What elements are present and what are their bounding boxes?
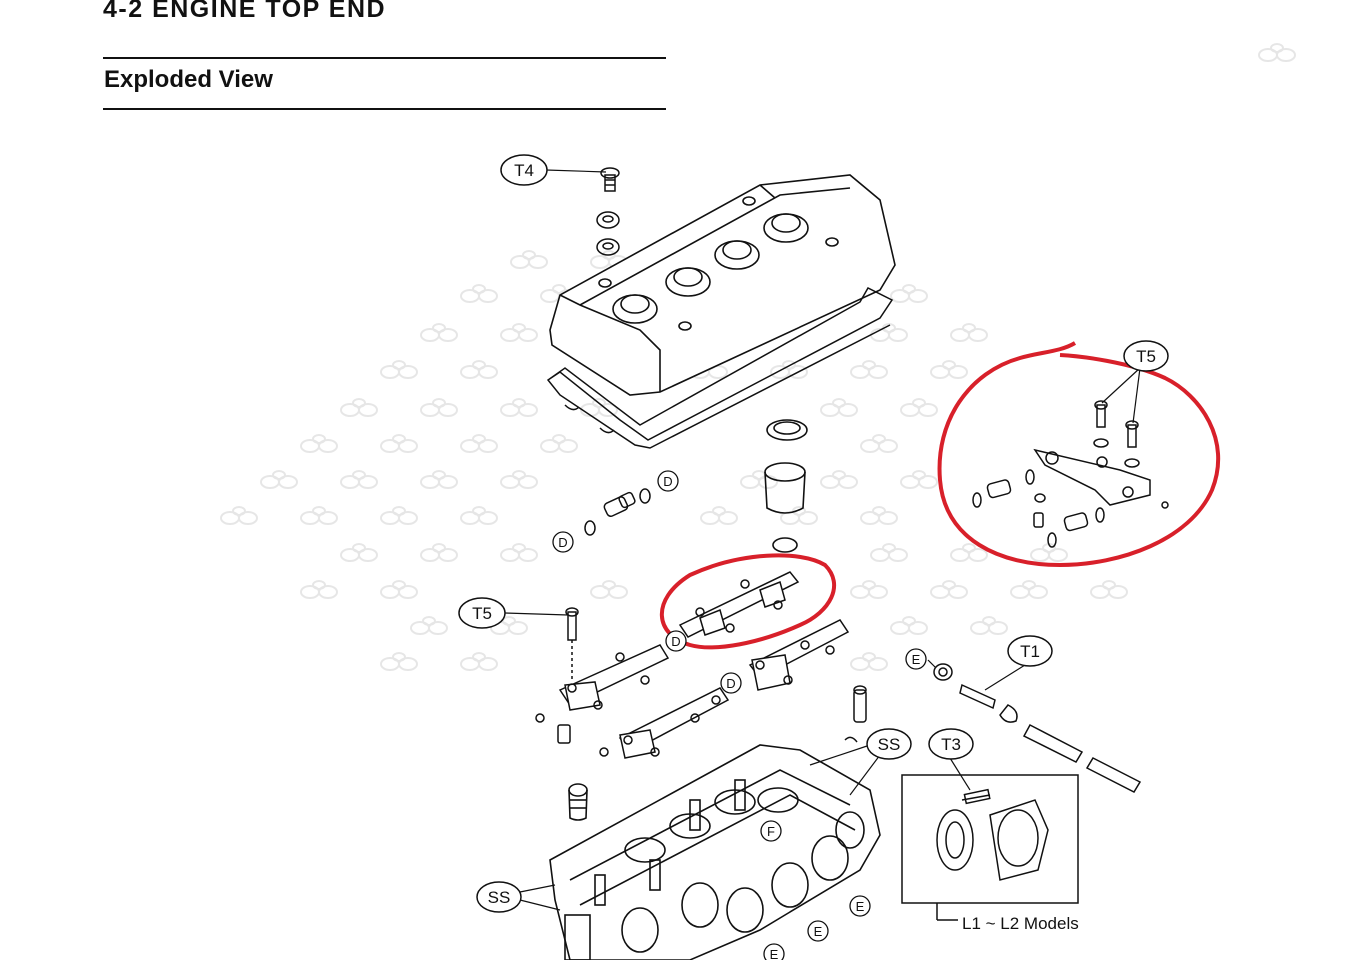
model-inset xyxy=(901,774,1079,921)
callout-e: E xyxy=(905,648,927,670)
cylinder-head-cover xyxy=(549,174,896,396)
camshaft-cap-assembly-upper xyxy=(678,571,800,638)
svg-text:SS: SS xyxy=(488,888,511,907)
breather-fitting xyxy=(933,663,1142,793)
svg-text:T1: T1 xyxy=(1020,642,1040,661)
cover-bolt xyxy=(596,167,620,256)
callout-d: D xyxy=(665,630,687,652)
red-annotation-marks xyxy=(659,341,1221,650)
models-note: L1 ~ L2 Models xyxy=(962,914,1079,933)
leader-lines xyxy=(504,169,1141,911)
header-rule-top xyxy=(103,57,666,59)
plug-hole-seal xyxy=(764,419,808,553)
svg-text:D: D xyxy=(558,535,567,550)
svg-text:E: E xyxy=(814,924,823,939)
dowel-pin xyxy=(844,685,867,743)
callout-e: E xyxy=(849,895,871,917)
callout-d: D xyxy=(552,531,574,553)
cover-gasket xyxy=(546,287,894,449)
section-title: 4-2 ENGINE TOP END xyxy=(103,0,387,23)
svg-text:SS: SS xyxy=(878,735,901,754)
callout-t1: T1 xyxy=(1007,635,1053,667)
camshaft-cap-assembly-lower xyxy=(535,607,850,759)
callout-d: D xyxy=(657,470,679,492)
svg-text:F: F xyxy=(767,824,775,839)
callout-d: D xyxy=(720,672,742,694)
page-header: 4-2 ENGINE TOP END xyxy=(103,0,386,24)
callout-t5-top: T5 xyxy=(1123,340,1169,372)
svg-text:T5: T5 xyxy=(1136,347,1156,366)
camshaft-cap-detail xyxy=(972,400,1169,548)
svg-text:D: D xyxy=(663,474,672,489)
header-rule-bottom xyxy=(103,108,666,110)
svg-text:D: D xyxy=(671,634,680,649)
cylinder-head xyxy=(549,744,881,960)
callout-f: F xyxy=(760,820,782,842)
callout-t3: T3 xyxy=(928,728,974,760)
svg-text:T3: T3 xyxy=(941,735,961,754)
svg-text:D: D xyxy=(726,676,735,691)
callout-e: E xyxy=(807,920,829,942)
callout-ss-left: SS xyxy=(476,881,522,913)
svg-text:T5: T5 xyxy=(472,604,492,623)
callout-ss-right: SS xyxy=(866,728,912,760)
svg-text:E: E xyxy=(856,899,865,914)
callout-t5-left: T5 xyxy=(458,597,506,629)
svg-text:E: E xyxy=(912,652,921,667)
exploded-view-heading: Exploded View xyxy=(104,66,273,93)
oil-pipe-plug xyxy=(584,488,651,536)
callout-t4: T4 xyxy=(500,154,548,186)
callout-e: E xyxy=(763,943,785,960)
svg-text:E: E xyxy=(770,947,779,960)
svg-text:T4: T4 xyxy=(514,161,534,180)
